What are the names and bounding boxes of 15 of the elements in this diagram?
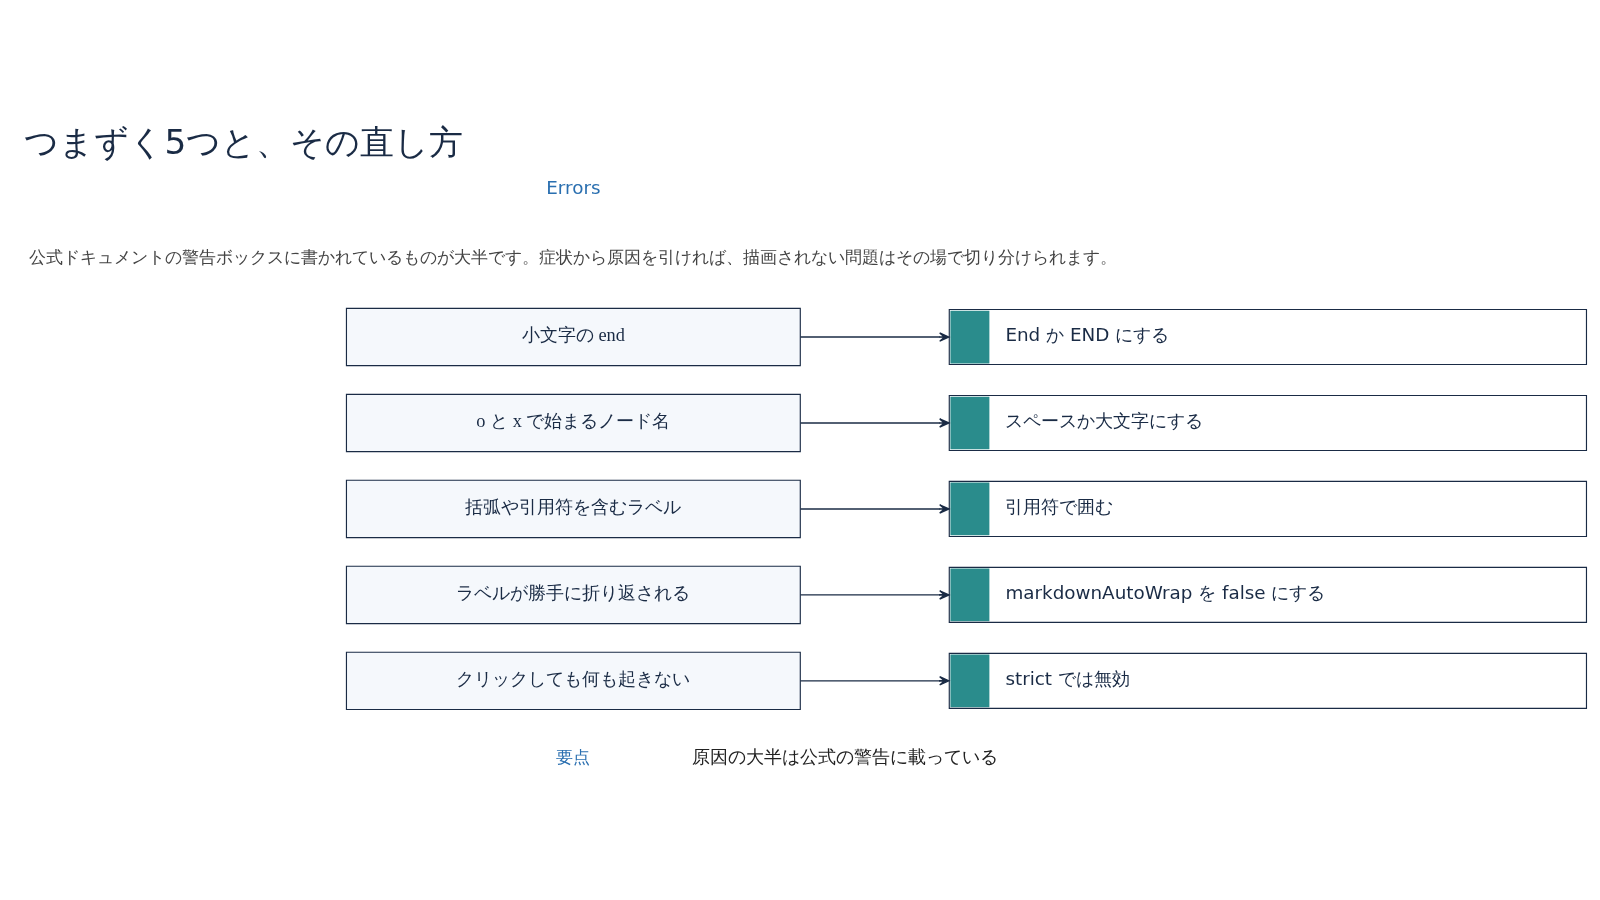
node-box: o と x で始まるノード名 xyxy=(345,393,801,452)
label: Errors xyxy=(546,176,601,198)
arrow xyxy=(799,331,950,342)
label: 公式ドキュメントの警告ボックスに書かれているものが大半です。症状から原因を引ければ、描画されない問題はその場で切り分けられます。 xyxy=(29,246,1118,267)
arrow xyxy=(799,675,950,686)
node-box: ラベルが勝手に折り返される xyxy=(345,565,801,624)
arrow xyxy=(799,503,950,514)
diagram-title: つまずく5つと、その直し方 xyxy=(24,121,464,162)
node-box: 小文字の end xyxy=(345,307,801,366)
label: 原因の大半は公式の警告に載っている xyxy=(691,745,998,767)
node-box: 括弧や引用符を含むラベル xyxy=(345,479,801,538)
arrow xyxy=(799,589,950,600)
arrow xyxy=(799,417,950,428)
label: 要点 xyxy=(556,746,591,767)
node-box: クリックしても何も起きない xyxy=(345,651,801,710)
